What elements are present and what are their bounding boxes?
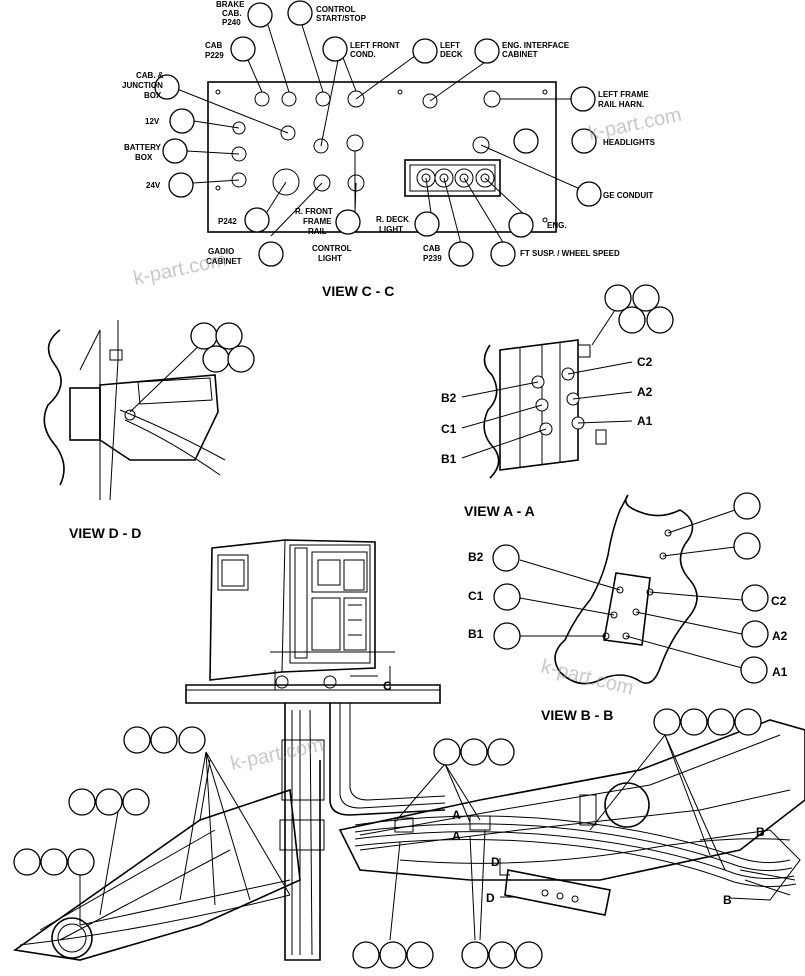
label-control-light-1: CONTROL bbox=[312, 244, 352, 253]
view-c-balloons bbox=[154, 0, 602, 267]
view-c-holes bbox=[215, 89, 548, 223]
view-b-a1: A1 bbox=[772, 665, 788, 679]
screw-1 bbox=[215, 89, 221, 95]
label-headlights: HEADLIGHTS bbox=[603, 138, 656, 147]
view-a-b1: B1 bbox=[441, 452, 457, 466]
section-c-marker: C bbox=[383, 679, 392, 693]
label-left-deck-2: DECK bbox=[440, 50, 463, 59]
view-b-c2: C2 bbox=[771, 594, 787, 608]
label-eng: ENG. bbox=[547, 221, 567, 230]
view-a-wall bbox=[483, 344, 500, 479]
view-a-c2: C2 bbox=[637, 355, 653, 369]
view-a-a2: A2 bbox=[637, 385, 653, 399]
section-b-marker-2: B bbox=[723, 893, 732, 907]
view-d-d: VIEW D - D bbox=[43, 320, 255, 541]
label-eng-interface-1: ENG. INTERFACE bbox=[502, 41, 570, 50]
label-battery-2: BOX bbox=[135, 153, 153, 162]
section-d-marker-2: D bbox=[486, 891, 495, 905]
hole-left-frame bbox=[483, 90, 501, 108]
label-r-front-2: FRAME bbox=[303, 217, 332, 226]
label-left-frame-1: LEFT FRAME bbox=[598, 90, 649, 99]
watermarks: k-part.com k-part.com k-part.com k-part.… bbox=[131, 104, 683, 775]
view-a-title: VIEW A - A bbox=[464, 503, 535, 519]
label-brake-cab-1: BRAKE bbox=[216, 0, 245, 9]
view-b-c1: C1 bbox=[468, 589, 484, 603]
view-b-title: VIEW B - B bbox=[541, 707, 613, 723]
label-p242: P242 bbox=[218, 217, 237, 226]
label-left-frame-2: RAIL HARN. bbox=[598, 100, 644, 109]
hole-brake-cab bbox=[281, 91, 297, 107]
label-cab-p239-2: P239 bbox=[423, 254, 442, 263]
section-a-marker-1: A bbox=[452, 808, 461, 822]
label-gadio-1: GADIO bbox=[208, 247, 234, 256]
main-balloons bbox=[13, 708, 762, 969]
view-c-title: VIEW C - C bbox=[322, 283, 394, 299]
section-b-marker-1: B bbox=[756, 825, 765, 839]
view-a-b2: B2 bbox=[441, 391, 457, 405]
section-a-marker-2: A bbox=[452, 829, 461, 843]
left-frame-rail bbox=[12, 759, 301, 961]
label-cab-junction-2: JUNCTION bbox=[122, 81, 163, 90]
label-r-deck-1: R. DECK bbox=[376, 215, 409, 224]
view-c-bulkhead bbox=[404, 159, 501, 197]
label-left-deck-1: LEFT bbox=[440, 41, 460, 50]
label-control-start-1: CONTROL bbox=[316, 5, 356, 14]
watermark-2: k-part.com bbox=[131, 249, 228, 290]
view-b-plate bbox=[554, 494, 698, 685]
label-control-start-2: START/STOP bbox=[316, 14, 367, 23]
label-left-front-1: LEFT FRONT bbox=[350, 41, 400, 50]
control-cabinet bbox=[209, 539, 395, 691]
view-b-a2: A2 bbox=[772, 629, 788, 643]
screw-2 bbox=[397, 89, 403, 95]
label-cab-junction-3: BOX bbox=[144, 91, 162, 100]
view-b-b: B2 C1 B1 C2 A2 A1 VIEW B - B bbox=[468, 492, 788, 723]
label-r-front-1: R. FRONT bbox=[295, 207, 333, 216]
label-cab-p239-1: CAB bbox=[423, 244, 441, 253]
label-left-front-2: COND. bbox=[350, 50, 376, 59]
view-c-labels: BRAKE CAB. P240 CONTROL START/STOP CAB P… bbox=[122, 0, 656, 266]
view-a-c1: C1 bbox=[441, 422, 457, 436]
label-ge-conduit: GE CONDUIT bbox=[603, 191, 653, 200]
hole-cab-p229 bbox=[254, 91, 270, 107]
label-eng-interface-2: CABINET bbox=[502, 50, 538, 59]
screw-3 bbox=[542, 89, 548, 95]
view-c-panel bbox=[207, 81, 557, 233]
view-b-b1: B1 bbox=[468, 627, 484, 641]
label-brake-cab-3: P240 bbox=[222, 18, 241, 27]
label-cab-junction-1: CAB. & bbox=[136, 71, 164, 80]
label-control-light-2: LIGHT bbox=[318, 254, 342, 263]
view-d-wall bbox=[43, 329, 65, 486]
label-r-front-3: RAIL bbox=[308, 227, 327, 236]
deck-plate bbox=[185, 684, 441, 704]
screw-4 bbox=[215, 185, 221, 191]
label-24v: 24V bbox=[146, 181, 161, 190]
cable-chute bbox=[279, 703, 446, 961]
label-battery-1: BATTERY bbox=[124, 143, 162, 152]
watermark-3: k-part.com bbox=[539, 656, 636, 700]
label-brake-cab-2: CAB. bbox=[222, 9, 242, 18]
label-12v: 12V bbox=[145, 117, 160, 126]
view-d-title: VIEW D - D bbox=[69, 525, 141, 541]
hole-control-start bbox=[315, 91, 331, 107]
section-d-marker-1: D bbox=[491, 855, 500, 869]
bracket-d bbox=[504, 869, 611, 916]
harness-bundle bbox=[354, 815, 801, 901]
view-b-b2: B2 bbox=[468, 550, 484, 564]
hole-r-front bbox=[346, 134, 364, 152]
main-assembly: C bbox=[12, 539, 805, 969]
label-cab-p229-2: P229 bbox=[205, 51, 224, 60]
view-c-c: BRAKE CAB. P240 CONTROL START/STOP CAB P… bbox=[122, 0, 656, 299]
view-a-a: B2 C1 B1 C2 A2 A1 VIEW A - A bbox=[441, 284, 674, 519]
screw-5 bbox=[542, 217, 548, 223]
label-cab-p229-1: CAB bbox=[205, 41, 223, 50]
view-a-a1: A1 bbox=[637, 414, 653, 428]
label-ft-susp: FT SUSP. / WHEEL SPEED bbox=[520, 249, 620, 258]
label-r-deck-2: LIGHT bbox=[379, 225, 403, 234]
label-gadio-2: CABINET bbox=[206, 257, 242, 266]
